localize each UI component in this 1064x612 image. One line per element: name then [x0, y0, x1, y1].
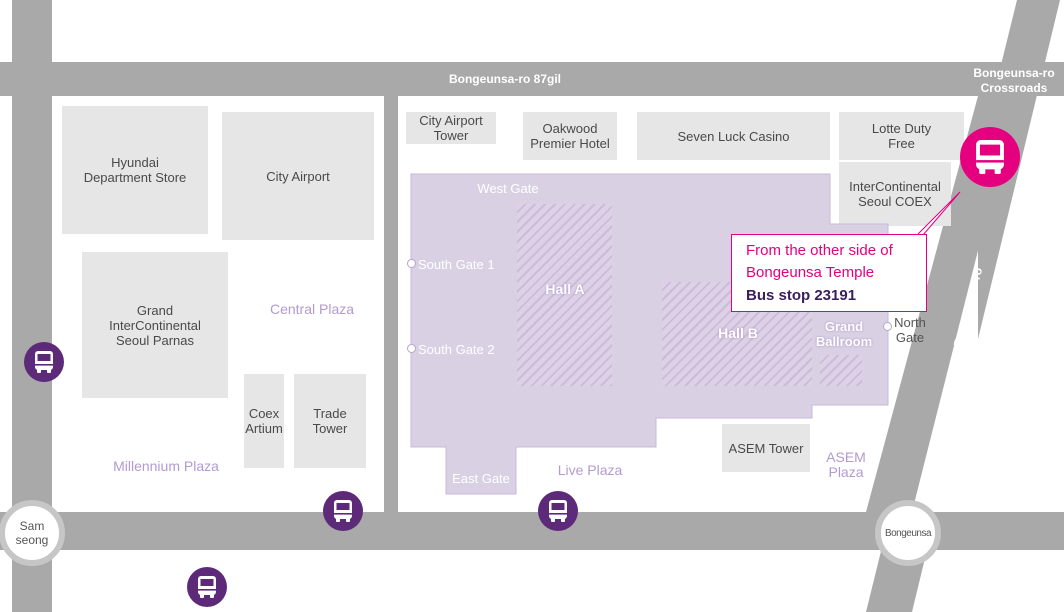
grand-ballroom[interactable]	[820, 355, 862, 386]
callout-line-1: From the other side of	[746, 242, 893, 259]
gate-south1-label: South Gate 1	[418, 257, 495, 272]
gate-south2-marker[interactable]	[407, 344, 416, 353]
bus-stop-highlight-icon	[976, 140, 1004, 174]
plaza-live[interactable]: Live Plaza	[557, 462, 623, 478]
hall-a[interactable]	[517, 204, 612, 386]
bus-icon	[198, 576, 216, 598]
gate-west-label: West Gate	[477, 181, 539, 196]
building-city-airport-tower[interactable]: City Airport Tower	[406, 112, 496, 144]
bus-icon	[334, 500, 352, 522]
gate-south2-label: South Gate 2	[418, 342, 495, 357]
bus-stop-trade-tower[interactable]	[323, 491, 363, 531]
bus-stop-23191-highlight[interactable]	[960, 127, 1020, 187]
station-bongeunsa[interactable]: Bongeunsa	[875, 500, 941, 566]
bus-icon	[35, 351, 53, 373]
road-label-crossroads: Bongeunsa-ro Crossroads	[973, 66, 1055, 95]
gate-north-marker[interactable]	[883, 322, 892, 331]
building-lotte-duty-free[interactable]: Lotte Duty Free	[839, 112, 964, 160]
building-hyundai-department-store[interactable]: Hyundai Department Store	[62, 106, 208, 234]
hall-b-label: Hall B	[718, 325, 758, 341]
gate-south1-marker[interactable]	[407, 259, 416, 268]
callout-pointer	[916, 191, 961, 236]
plaza-central[interactable]: Central Plaza	[269, 301, 355, 317]
plaza-asem[interactable]: ASEM Plaza	[826, 449, 866, 480]
grand-ballroom-label: Grand Ballroom	[815, 319, 873, 349]
mask-shape	[866, 96, 1017, 512]
building-intercontinental-coex[interactable]: InterContinental Seoul COEX	[839, 162, 951, 226]
plaza-millennium[interactable]: Millennium Plaza	[113, 458, 219, 474]
building-coex-artium[interactable]: Coex Artium	[244, 374, 284, 468]
bus-stop-samseong-south[interactable]	[187, 567, 227, 607]
bus-stop-live-plaza[interactable]	[538, 491, 578, 531]
bus-icon	[549, 500, 567, 522]
building-seven-luck-casino[interactable]: Seven Luck Casino	[637, 112, 830, 160]
road-bongeunsa-ro-87gil	[0, 62, 1064, 96]
road-label-87gil: Bongeunsa-ro 87gil	[448, 72, 561, 86]
station-samseong[interactable]: Sam seong	[0, 500, 65, 566]
bus-stop-left[interactable]	[24, 342, 64, 382]
callout-line-2: Bongeunsa Temple	[746, 264, 875, 281]
building-grand-intercontinental[interactable]: Grand InterContinental Seoul Parnas	[82, 252, 228, 398]
building-city-airport[interactable]: City Airport	[222, 112, 374, 240]
building-oakwood-premier-hotel[interactable]: Oakwood Premier Hotel	[523, 112, 617, 160]
bus-stop-callout: From the other side of Bongeunsa Temple …	[731, 234, 927, 312]
road-middle-vertical	[384, 90, 398, 520]
hall-a-label: Hall A	[545, 281, 585, 297]
callout-bus-stop-number: Bus stop 23191	[746, 287, 857, 304]
gate-east-label: East Gate	[452, 471, 510, 486]
building-asem-tower[interactable]: ASEM Tower	[722, 424, 810, 472]
building-trade-tower[interactable]: Trade Tower	[294, 374, 366, 468]
gate-north-label: North Gate	[894, 315, 926, 345]
